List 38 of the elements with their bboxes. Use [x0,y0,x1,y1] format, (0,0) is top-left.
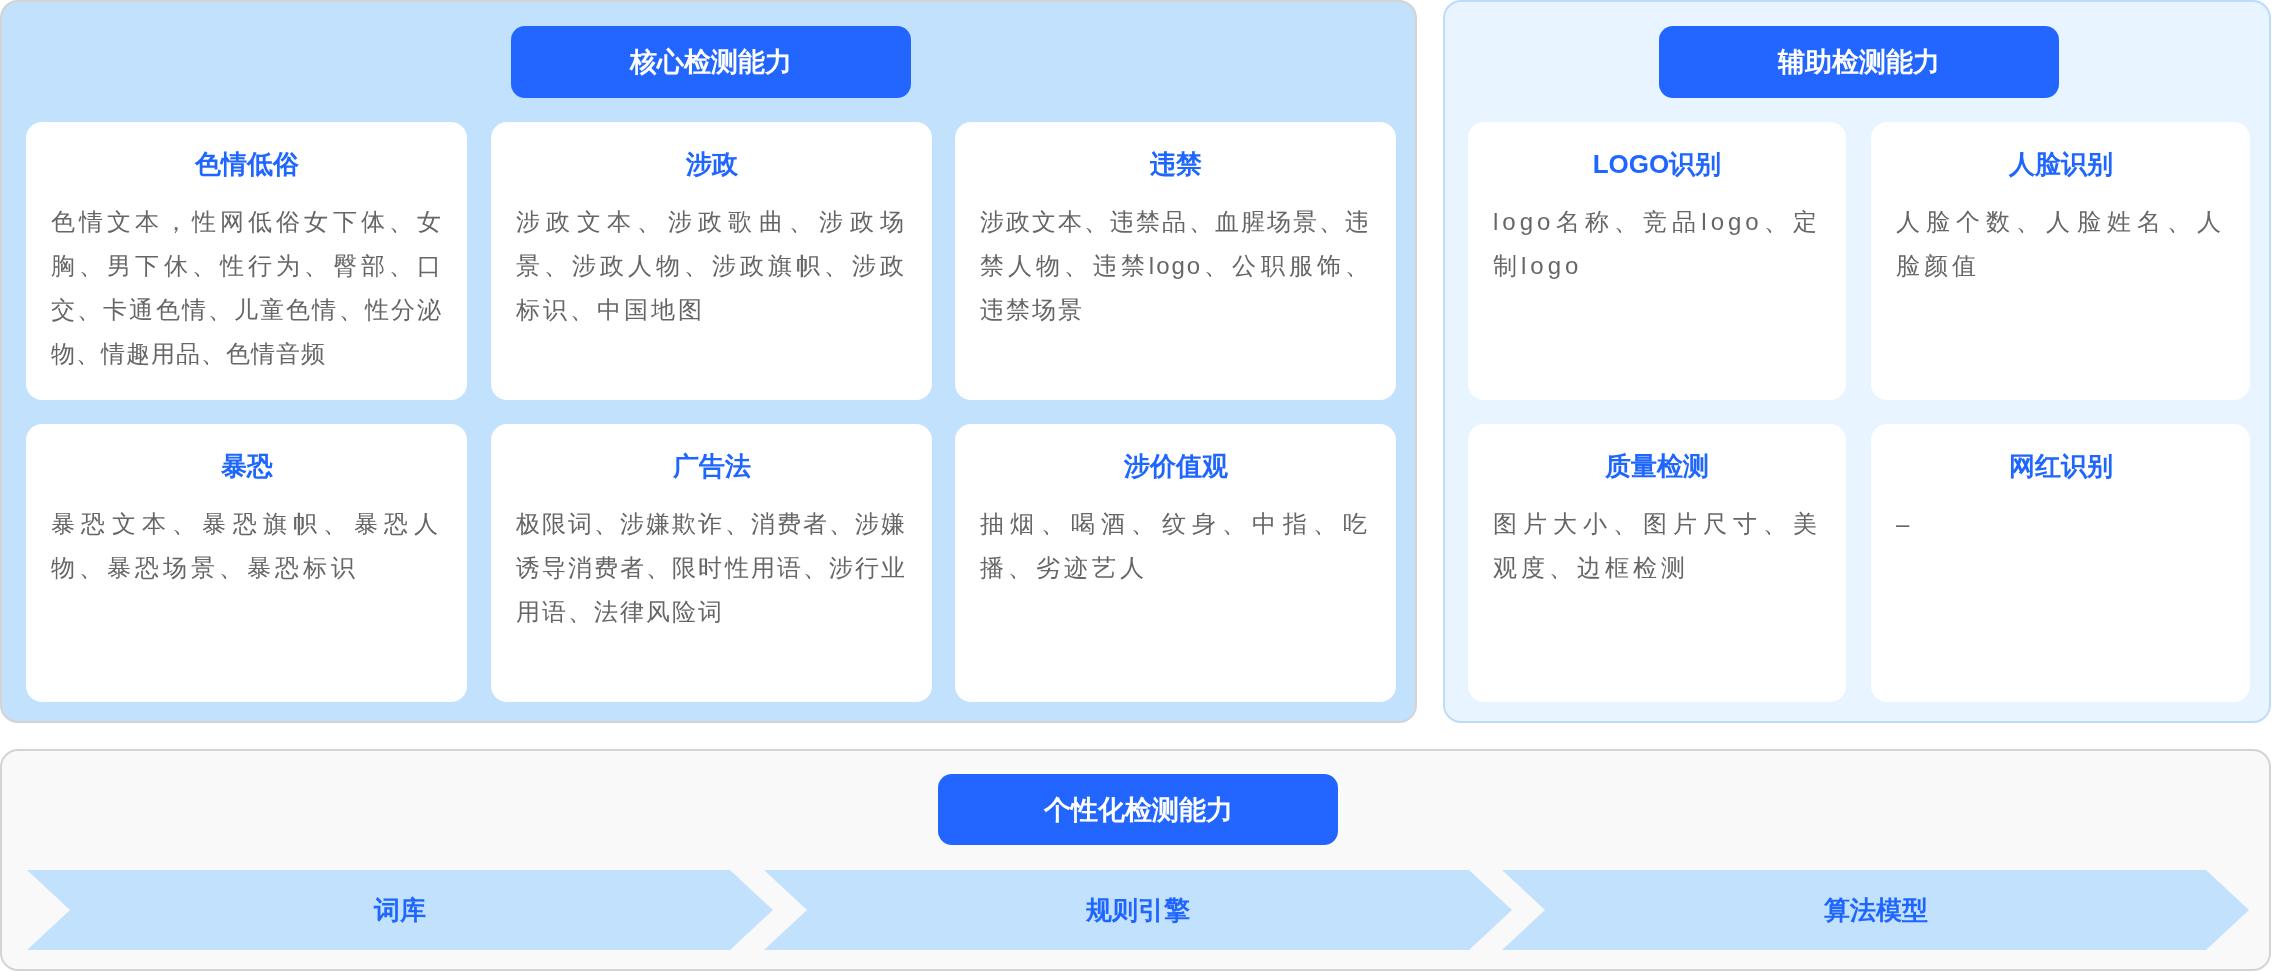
card-title: 违禁 [1148,148,1203,181]
card-title: 涉政 [684,148,739,181]
card-description: 色情文本，性网低俗女下体、女胸、男下休、性行为、臀部、口交、卡通色情、儿童色情、性分泌物、情趣用品、色情音频 [51,207,442,369]
process-step [1502,870,2249,950]
category-card [491,122,932,400]
card-title: 暴恐 [219,450,274,483]
card-title: 人脸识别 [2007,148,2114,181]
category-card [26,122,467,400]
step-label: 算法模型 [1823,893,1928,927]
card-description: 暴恐文本、暴恐旗帜、暴恐人物、暴恐场景、暴恐标识 [51,509,442,583]
category-card [955,122,1396,400]
group-panel [0,749,2271,971]
category-card [955,424,1396,702]
process-step [764,870,1512,950]
card-title: 网红识别 [2007,450,2114,483]
card-description: 人脸个数、人脸姓名、人脸颜值 [1896,207,2225,281]
card-description: 涉政文本、违禁品、血腥场景、违禁人物、违禁logo、公职服饰、违禁场景 [980,207,1371,325]
card-description: 抽烟、喝酒、纹身、中指、吃播、劣迹艺人 [980,509,1371,583]
group-panel [1443,0,2271,723]
card-title: 广告法 [671,450,752,483]
step-label: 词库 [374,893,426,927]
section-heading-banner: 个性化检测能力 [938,774,1338,845]
category-card [491,424,932,702]
card-description: 极限词、涉嫌欺诈、消费者、涉嫌诱导消费者、限时性用语、涉行业用语、法律风险词 [516,509,907,627]
card-description: 图片大小、图片尺寸、美观度、边框检测 [1493,509,1821,583]
card-description: logo名称、竞品logo、定制logo [1493,207,1821,281]
section-heading-banner: 辅助检测能力 [1659,26,2059,98]
card-title: 色情低俗 [193,148,300,181]
step-label: 规则引擎 [1086,893,1190,927]
card-description: 涉政文本、涉政歌曲、涉政场景、涉政人物、涉政旗帜、涉政标识、中国地图 [516,207,907,325]
section-heading-banner: 核心检测能力 [511,26,911,98]
card-title: 涉价值观 [1122,450,1229,483]
process-step [27,870,773,950]
card-title: 质量检测 [1604,450,1710,483]
card-title: LOGO识别 [1591,148,1723,181]
category-card [26,424,467,702]
card-description: – [1896,509,1915,539]
group-panel [0,0,1417,723]
